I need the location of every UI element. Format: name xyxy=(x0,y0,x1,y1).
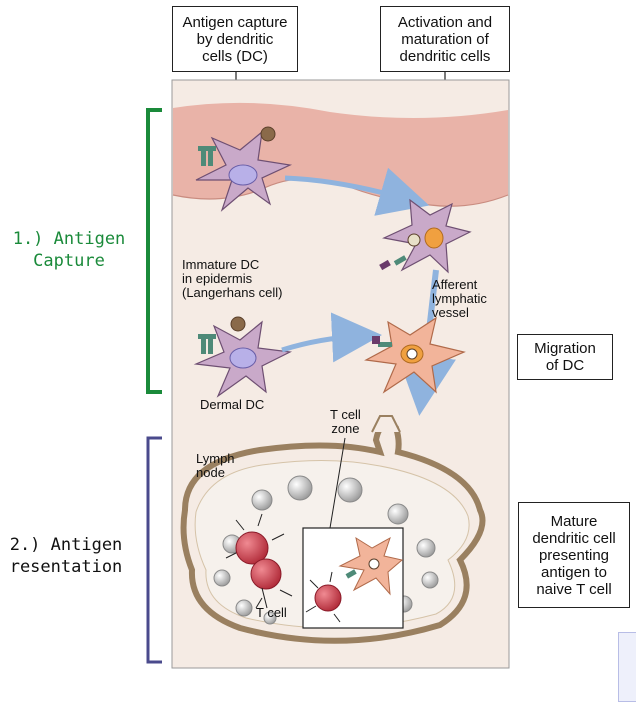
dermal-dc-receptor xyxy=(198,334,216,354)
t-cell-zone-caption: T cell zone xyxy=(330,407,361,436)
header-antigen-capture-text: Antigen capture by dendritic cells (DC) xyxy=(182,13,288,65)
inset-t-cell-spikes xyxy=(305,571,341,623)
antigen-particle-4 xyxy=(406,348,418,360)
dermal-dc-nucleus xyxy=(229,347,257,369)
immature-dc-nucleus xyxy=(228,164,258,186)
inset-t-cell xyxy=(314,584,342,612)
t-cell-zone-pointer xyxy=(329,437,346,529)
dermal-dc-caption: Dermal DC xyxy=(200,397,265,412)
mature-dc-text: Mature dendritic cell presenting antigen… xyxy=(532,512,616,598)
stage-presentation-label: 2.) Antigen resentation xyxy=(9,535,123,577)
lymph-node-caption: Lymph node xyxy=(196,451,235,480)
header-antigen-capture-box: Antigen capture by dendritic cells (DC) xyxy=(172,6,298,72)
immature-dc-receptor xyxy=(198,146,216,166)
antigen-particle-3 xyxy=(230,316,246,332)
partial-overlay-panel xyxy=(618,632,636,702)
lymph-node-inlet xyxy=(371,415,401,433)
immature-dc-caption: Immature DC in epidermis (Langerhans cel… xyxy=(182,257,283,300)
t-cells xyxy=(225,513,293,609)
afferent-vessel-caption: Afferent lymphatic vessel xyxy=(432,277,487,320)
header-activation-box: Activation and maturation of dendritic c… xyxy=(380,6,510,72)
activating-dc-receptor xyxy=(379,255,407,271)
migration-text: Migration of DC xyxy=(534,340,596,374)
capture-arrow xyxy=(284,167,430,216)
presentation-bracket xyxy=(146,436,162,664)
antigen-particle-2 xyxy=(407,233,421,247)
header-activation-text: Activation and maturation of dendritic c… xyxy=(397,13,493,65)
dermal-arrow xyxy=(281,312,382,363)
migration-box: Migration of DC xyxy=(517,334,613,380)
mature-dc-box: Mature dendritic cell presenting antigen… xyxy=(518,502,630,608)
antigen-particle-1 xyxy=(260,126,276,142)
inset-receptor xyxy=(345,569,357,579)
capture-bracket xyxy=(146,108,162,394)
t-cell-pointer xyxy=(261,587,268,609)
migrating-dc-receptor xyxy=(372,336,392,347)
stage-capture-label: 1.) Antigen Capture xyxy=(12,229,126,271)
lymphoid-follicles xyxy=(213,475,439,625)
activating-dc-nucleus xyxy=(424,227,444,249)
t-cell-caption: T cell xyxy=(256,605,287,620)
inset-antigen xyxy=(368,558,380,570)
